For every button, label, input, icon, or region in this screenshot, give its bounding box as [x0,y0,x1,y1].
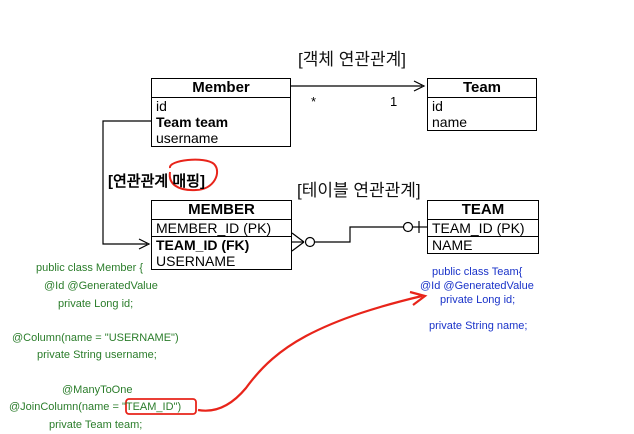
member-join-column: @JoinColumn(name = "TEAM_ID") [9,401,181,414]
join-column-value: "TEAM_ID") [121,401,182,413]
arrow-right-icon [291,80,426,92]
crows-foot-one-icon [402,221,427,233]
team-name-column: NAME [432,237,473,253]
username-column: USERNAME [156,253,236,269]
member-class-decl: public class Member { [36,262,143,274]
member-id-field-code: private Long id; [58,298,134,310]
red-circle-highlight-icon [168,158,219,192]
team-id-pk-column: TEAM_ID (PK) [428,220,538,237]
member-entity-title: Member [152,79,290,98]
member-id-pk-column: MEMBER_ID (PK) [152,220,291,237]
crows-foot-many-icon [291,232,316,252]
team-name-field: name [432,114,468,130]
member-team-field-code: private Team team; [49,419,143,431]
team-entity: Team id name [427,78,537,131]
join-column-prefix: @JoinColumn(name = [9,401,122,413]
team-table: TEAM TEAM_ID (PK) NAME [427,200,539,254]
team-id-field-code: private Long id; [440,294,516,306]
team-id-annotations: @Id @GeneratedValue [420,280,534,292]
team-table-title: TEAM [428,201,538,220]
member-entity: Member id Team team username [151,78,291,147]
mapping-circled: 매핑] [172,173,205,190]
team-entity-title: Team [428,79,536,98]
team-class-decl: public class Team{ [432,266,523,278]
member-id-annotations: @Id @GeneratedValue [44,280,158,292]
member-table-title: MEMBER [152,201,291,220]
member-many-to-one: @ManyToOne [62,384,133,396]
mapping-prefix: [연관관계 [108,173,169,190]
relation-line [315,226,403,243]
team-id-fk-column: TEAM_ID (FK) [156,237,250,253]
table-relation-heading: [테이블 연관관계] [297,181,421,200]
mapping-arrow [102,120,151,250]
member-username-field: username [156,130,219,146]
red-curve-arrow-icon [197,290,428,412]
team-id-field: id [432,98,443,114]
red-box-highlight [125,398,197,415]
member-username-field-code: private String username; [37,349,157,361]
member-team-field: Team team [156,114,229,130]
multiplicity-one: 1 [390,94,398,109]
multiplicity-many: * [311,94,317,109]
object-relation-heading: [객체 연관관계] [298,50,407,69]
member-id-field: id [156,98,167,114]
mapping-heading: [연관관계 매핑] [108,170,205,191]
member-table: MEMBER MEMBER_ID (PK) TEAM_ID (FK) USERN… [151,200,292,270]
team-name-field-code: private String name; [429,320,528,332]
member-column-annotation: @Column(name = "USERNAME") [12,332,179,344]
